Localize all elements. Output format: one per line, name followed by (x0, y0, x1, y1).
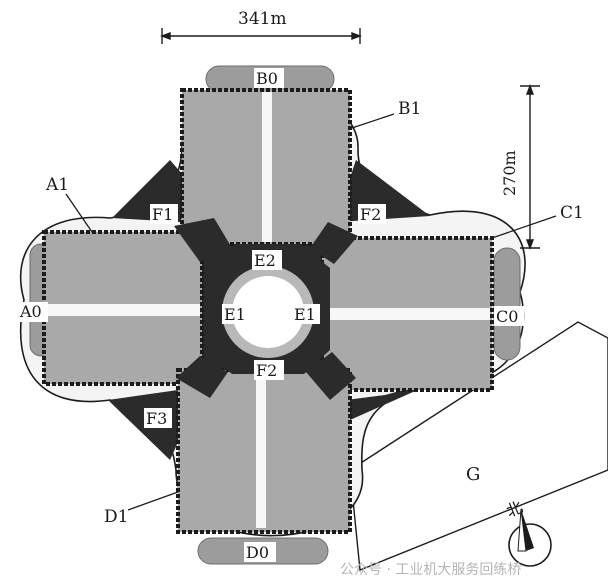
width-label: 341m (238, 9, 287, 29)
label-f1: F1 (152, 205, 173, 224)
label-c1: C1 (560, 203, 584, 223)
north-arrow (508, 508, 552, 567)
label-d0: D0 (246, 543, 269, 562)
label-a1: A1 (45, 175, 69, 195)
dimension-width (160, 28, 362, 44)
north-label: 北 (503, 497, 525, 521)
label-g: G (466, 464, 480, 485)
label-b0: B0 (256, 69, 278, 88)
label-c0: C0 (496, 307, 518, 326)
watermark: 公众号 · 工业机大服务回练桥 (340, 562, 521, 578)
dimension-height (520, 84, 540, 250)
block-a1 (42, 230, 204, 386)
label-e1-left: E1 (224, 305, 246, 324)
leader-d1 (127, 491, 179, 511)
label-e1-right: E1 (294, 305, 316, 324)
label-e2-top: E2 (254, 251, 276, 270)
hub-diag-se (306, 352, 356, 400)
leader-c1 (491, 215, 557, 239)
block-b1 (180, 88, 352, 246)
pad-c0 (493, 247, 521, 361)
block-d1 (176, 368, 352, 534)
label-a0: A0 (19, 302, 42, 321)
leader-a1 (65, 193, 93, 233)
site-boundary-g (349, 321, 608, 571)
label-b1: B1 (398, 99, 421, 119)
hub-diag-nw (174, 218, 232, 262)
label-f3: F3 (146, 409, 167, 428)
hub-diag-ne (310, 222, 358, 264)
label-d1: D1 (104, 507, 128, 527)
leader-b1 (351, 113, 395, 129)
label-f2-bottom: F2 (256, 361, 277, 380)
height-label: 270m (500, 150, 519, 196)
hub-diag-sw (176, 356, 228, 398)
label-f2: F2 (360, 205, 381, 224)
block-c1 (320, 236, 494, 392)
hub-center (232, 276, 304, 348)
